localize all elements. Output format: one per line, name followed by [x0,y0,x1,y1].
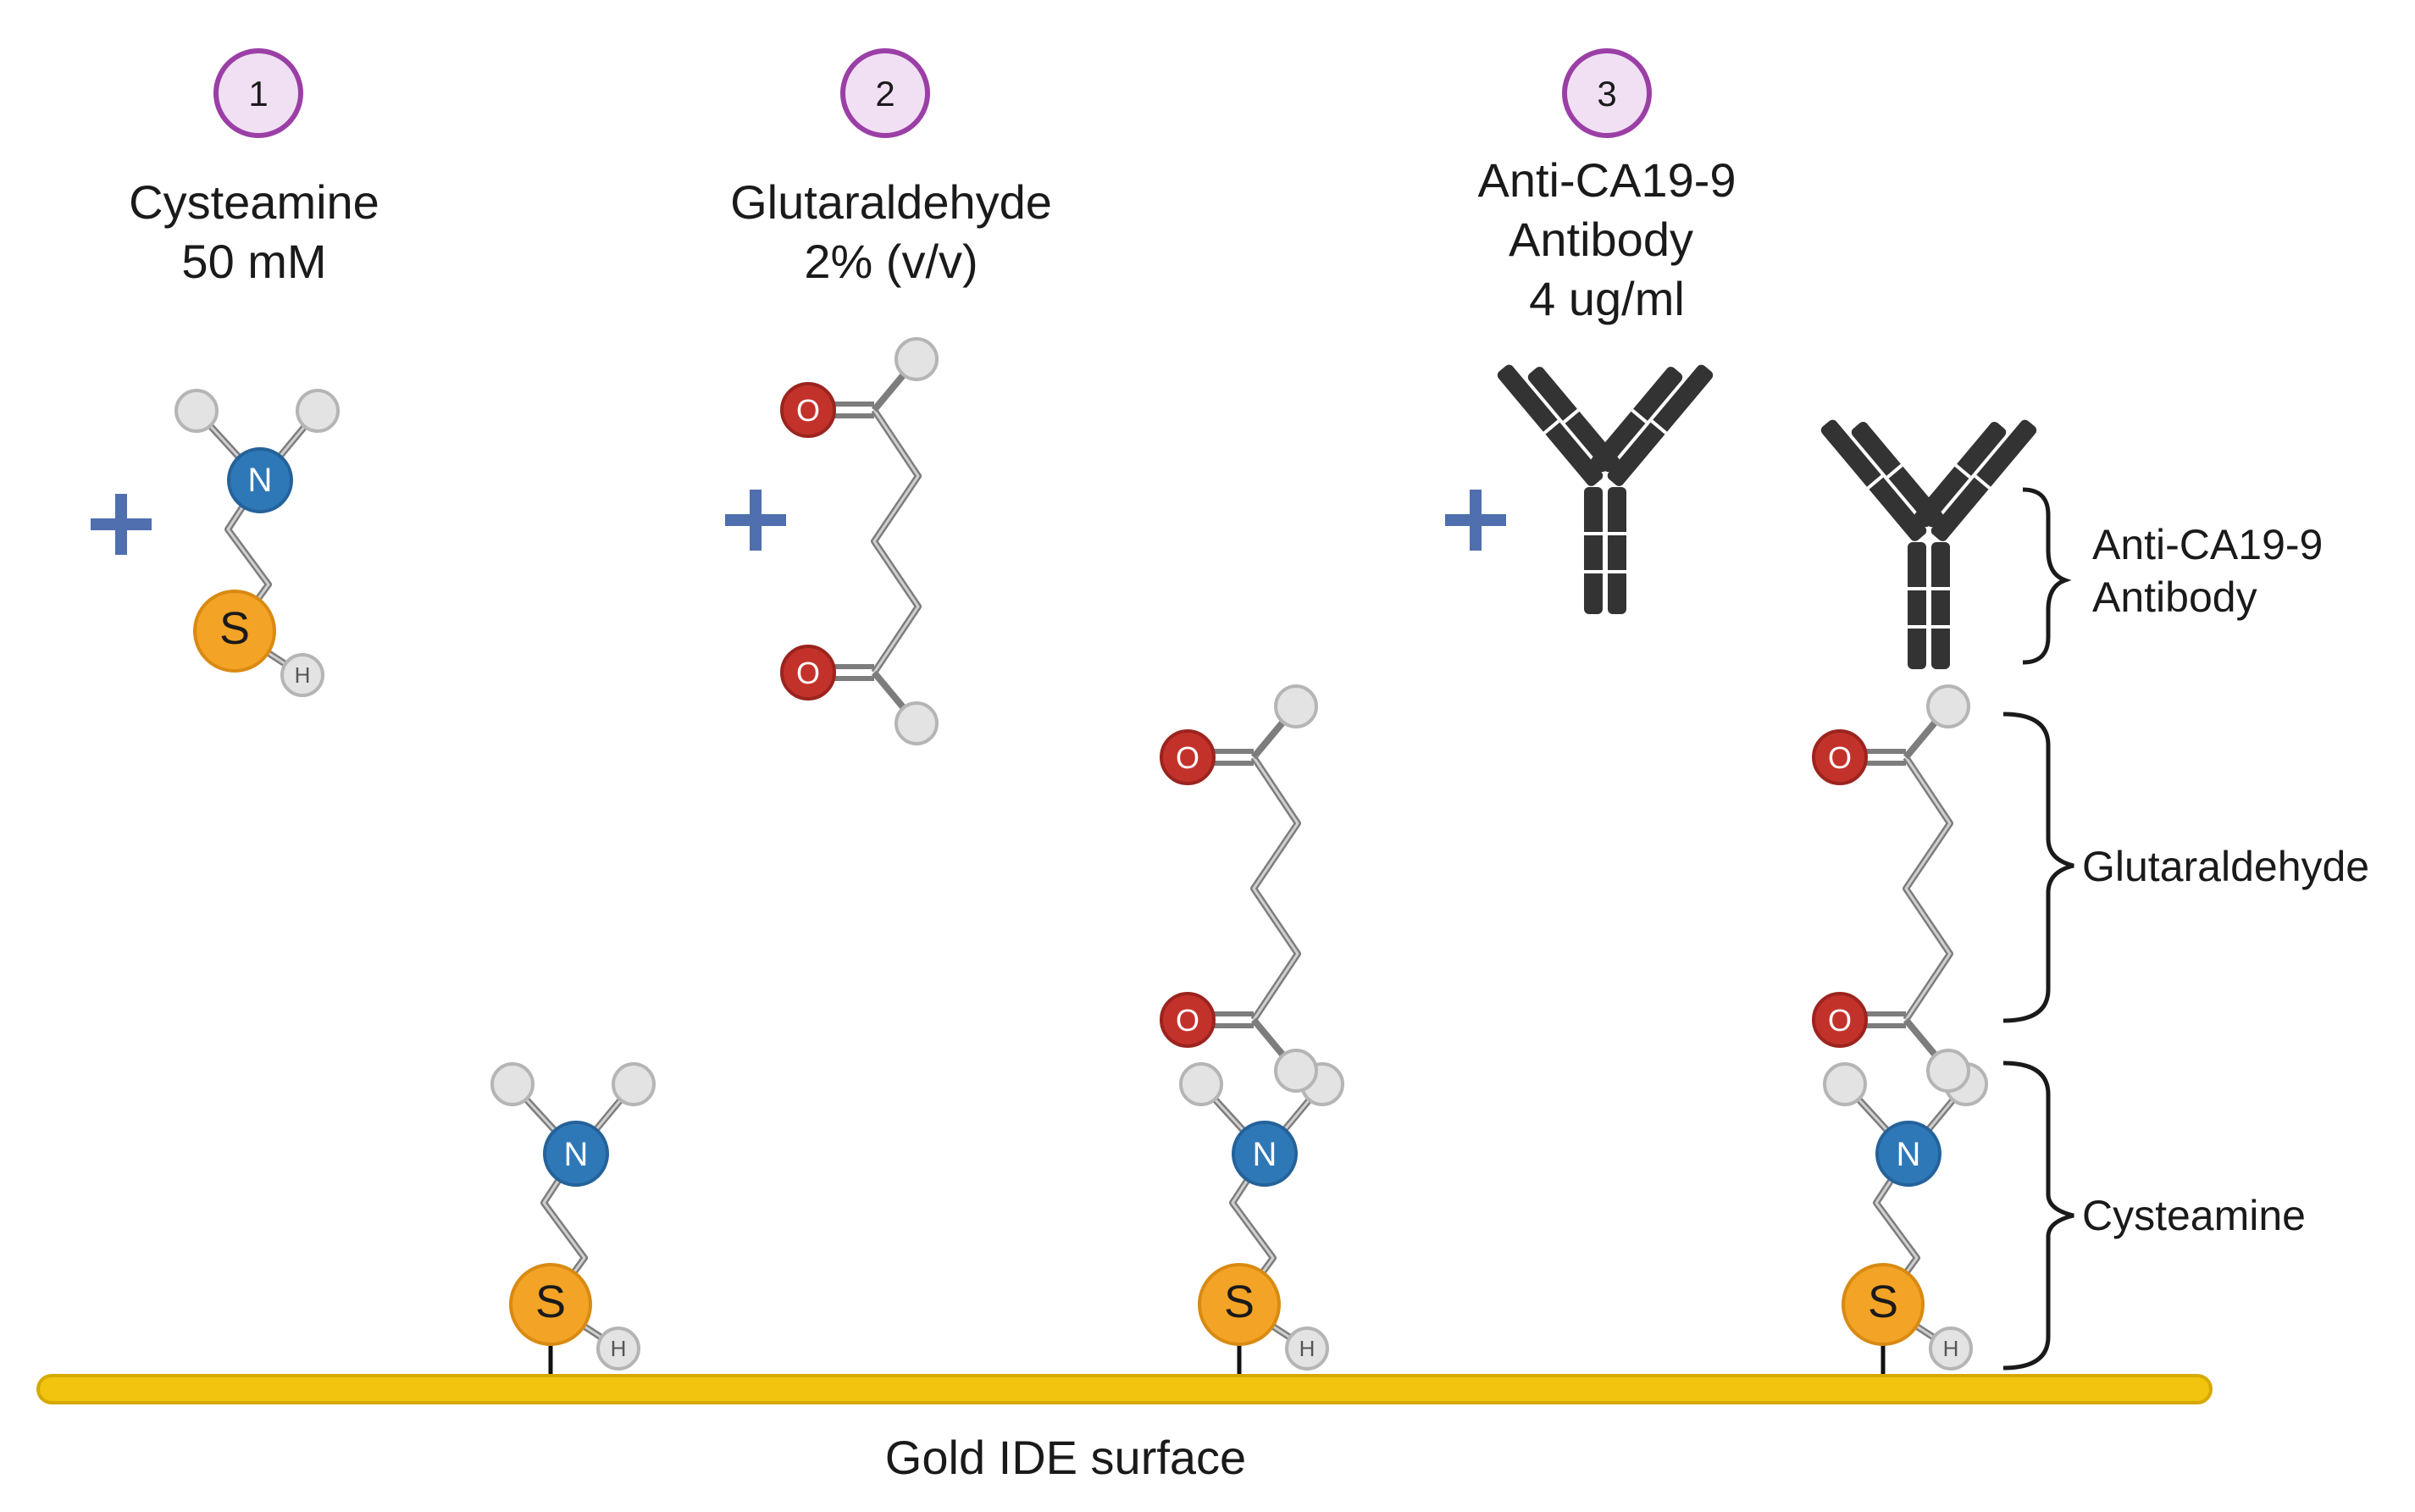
step-1-number: 1 [248,74,268,114]
brace-label-cysteamine: Cysteamine [2082,1192,2306,1239]
atom-label-nitrogen: N [1253,1136,1277,1173]
step-2-number: 2 [875,74,895,114]
atom-label-oxygen: O [1176,1003,1199,1038]
step-3-reagent-line2: Antibody [1509,213,1693,266]
step-3-header: 3 Anti-CA19-9 Antibody 4 ug/ml [1477,48,1736,325]
bound-antibody-icon [1817,402,2041,671]
gold-surface [36,1374,2213,1404]
brace-label-antibody-line1: Anti-CA19-9 [2092,521,2323,568]
atom-label-hydrogen: H [1943,1336,1959,1361]
step-1-concentration: 50 mM [181,235,326,288]
step-2-concentration: 2% (v/v) [804,235,978,288]
surface-label: Gold IDE surface [885,1431,1246,1484]
step-1-reagent: Cysteamine [129,175,379,229]
atom-label-sulfur: S [1868,1277,1898,1327]
atom-label-oxygen: O [1828,740,1852,775]
bound-cysteamine-icon [1825,1064,1986,1379]
plus-sign-icon [91,494,152,555]
bound-cysteamine-icon [492,1064,654,1379]
antibody-brace [2022,487,2072,665]
atom-label-nitrogen: N [564,1136,589,1173]
bound-cysteamine-icon [1181,1064,1343,1379]
step-1-badge [213,48,303,138]
atom-label-oxygen: O [796,393,820,428]
antibody-icon [1493,346,1717,616]
step-3-concentration: 4 ug/ml [1529,272,1685,325]
step-2-badge [840,48,930,138]
brace-label-antibody-line2: Antibody [2092,573,2257,621]
plus-sign-icon [1445,490,1506,551]
step-3-reagent: Anti-CA19-9 [1477,153,1736,207]
glutaraldehyde-brace [2002,712,2074,1023]
cysteamine-molecule-icon [176,390,338,695]
step-3-badge [1562,48,1652,138]
atom-label-nitrogen: N [1897,1136,1921,1173]
step-3-number: 3 [1597,74,1616,114]
atom-label-sulfur: S [219,603,250,654]
atom-label-sulfur: S [1224,1277,1255,1327]
atom-label-hydrogen: H [611,1336,627,1361]
step-2-header: 2 Glutaraldehyde 2% (v/v) [730,48,1052,288]
step-1-header: 1 Cysteamine 50 mM [129,48,379,288]
plus-sign-icon [725,490,786,551]
atom-label-hydrogen: H [1299,1336,1316,1361]
brace-label-glutaraldehyde: Glutaraldehyde [2082,843,2369,890]
atom-label-oxygen: O [1176,740,1199,775]
atom-label-hydrogen: H [295,662,311,688]
step-2-reagent: Glutaraldehyde [730,175,1052,229]
atom-label-oxygen: O [796,656,820,690]
cysteamine-brace [2002,1061,2074,1371]
atom-label-sulfur: S [535,1277,566,1327]
atom-label-oxygen: O [1828,1003,1852,1038]
atom-label-nitrogen: N [248,462,273,499]
